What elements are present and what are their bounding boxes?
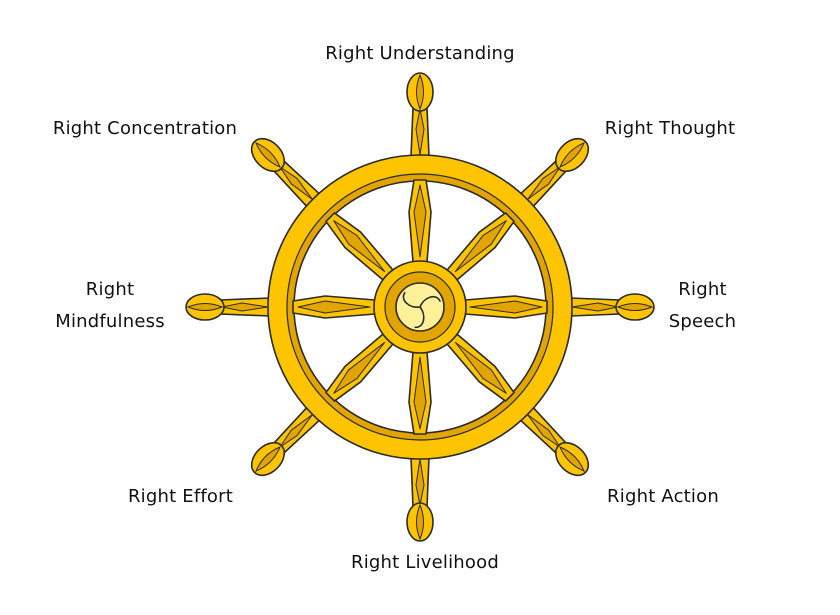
wheel-spoke-up	[408, 179, 432, 263]
label-right-mindfulness-line1: Right	[85, 279, 135, 300]
wheel-spoke-down-left	[325, 333, 394, 402]
label-right-speech-line1: Right	[678, 279, 727, 300]
wheel-hub	[373, 260, 467, 354]
label-right-thought-text: Right Thought	[604, 118, 736, 139]
wheel-spoke-down	[408, 351, 432, 435]
handle-knob-facet	[255, 142, 281, 168]
wheel-handle-up-left	[250, 137, 322, 209]
spoke-facet	[413, 356, 427, 430]
swirl-arm	[414, 306, 425, 329]
spoke-facet	[469, 300, 543, 314]
spoke-facet	[413, 184, 427, 258]
handle-knob-facet	[559, 142, 585, 168]
spoke-facet	[333, 220, 386, 273]
wheel-spoke-right	[464, 295, 548, 319]
swirl-arm	[419, 295, 441, 308]
wheel-spokes	[292, 179, 548, 435]
spoke-facet	[454, 220, 507, 273]
handle-facet	[526, 166, 561, 201]
handle-facet	[279, 413, 314, 448]
wheel-handle-down	[406, 456, 434, 542]
spoke-facet	[297, 300, 371, 314]
wheel-handle-left	[185, 293, 271, 321]
label-right-speech: Right Speech	[655, 274, 750, 338]
handle-knob-facet	[416, 503, 424, 541]
wheel-spoke-left	[292, 295, 376, 319]
label-right-action-text: Right Action	[607, 486, 719, 507]
spoke-facet	[454, 341, 507, 394]
wheel-handle-down-right	[518, 405, 590, 477]
label-right-concentration: Right Concentration	[30, 113, 260, 145]
label-right-concentration-text: Right Concentration	[52, 118, 238, 139]
label-right-understanding-text: Right Understanding	[325, 43, 515, 64]
handle-facet	[279, 166, 314, 201]
label-right-mindfulness-line2: Mindfulness	[55, 311, 165, 332]
swirl-arm	[402, 291, 421, 308]
label-right-effort-text: Right Effort	[127, 486, 234, 507]
label-right-livelihood: Right Livelihood	[325, 547, 525, 579]
handle-facet	[526, 413, 561, 448]
label-right-understanding: Right Understanding	[300, 38, 540, 70]
wheel-handle-up	[406, 72, 434, 158]
handle-knob-facet	[559, 446, 585, 472]
wheel-handle-right	[569, 293, 655, 321]
handle-knob-facet	[186, 303, 224, 311]
hub-swirl-icon	[402, 291, 441, 329]
label-right-action: Right Action	[588, 481, 738, 513]
handle-knob-facet	[616, 303, 654, 311]
handle-knob-facet	[255, 446, 281, 472]
wheel-handles	[185, 72, 655, 542]
wheel-handle-up-right	[518, 137, 590, 209]
label-right-mindfulness: Right Mindfulness	[40, 274, 180, 338]
wheel-handle-down-left	[250, 405, 322, 477]
handle-knob-facet	[416, 73, 424, 111]
label-right-livelihood-text: Right Livelihood	[351, 552, 499, 573]
label-right-effort: Right Effort	[108, 481, 253, 513]
label-right-thought: Right Thought	[585, 113, 755, 145]
label-right-speech-line2: Speech	[668, 311, 737, 332]
spoke-facet	[333, 341, 386, 394]
